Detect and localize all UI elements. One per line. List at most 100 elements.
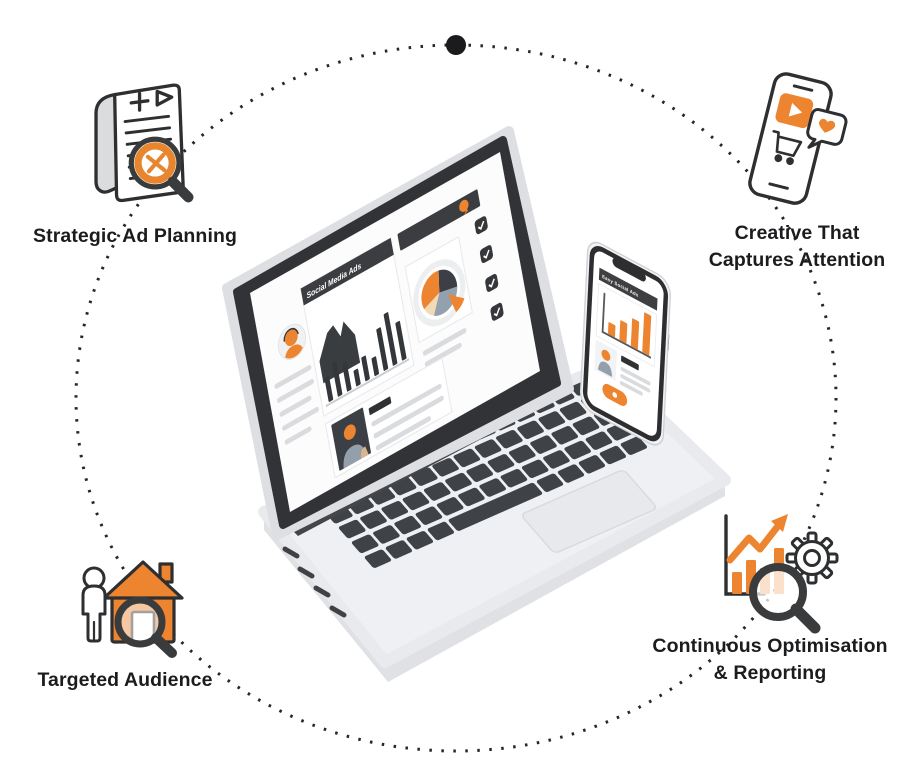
- screen-sidebar: [274, 323, 319, 445]
- chat-bubble-tail: [463, 209, 469, 216]
- avatar-figure: [283, 327, 305, 364]
- post-title-bar: [368, 396, 392, 416]
- pie-text-lines: [422, 328, 467, 367]
- magnifier: [114, 596, 177, 658]
- sidebar-text-lines: [274, 365, 319, 445]
- screen-topbar: [397, 189, 481, 251]
- key: [394, 515, 421, 535]
- key: [479, 478, 506, 497]
- heart-icon: [819, 118, 836, 133]
- cart-icon: [772, 129, 803, 166]
- profile-head: [343, 424, 356, 440]
- phone-bar-chart: [595, 282, 658, 368]
- key: [536, 473, 564, 492]
- pie-chart: [404, 236, 473, 367]
- bar: [353, 368, 361, 387]
- bar: [376, 327, 389, 371]
- bar: [619, 320, 628, 344]
- laptop-screen: Social Media Ads: [250, 151, 540, 513]
- bar: [331, 361, 343, 397]
- house-person-magnifier-icon: [60, 538, 195, 666]
- key: [572, 416, 600, 436]
- dotted-circle: [74, 43, 838, 753]
- pie-slice-gray: [433, 286, 458, 316]
- bar: [630, 318, 640, 350]
- pie-ring: [413, 259, 466, 327]
- feature-label-targeted-audience: Targeted Audience: [37, 669, 213, 691]
- plus-glyph: [129, 91, 150, 112]
- key: [427, 521, 455, 541]
- checkbox-icon: [485, 273, 499, 292]
- pie-slice-orange: [421, 270, 440, 310]
- top-dot: [446, 35, 466, 55]
- key: [559, 401, 587, 421]
- pie-slice-dark: [438, 269, 458, 293]
- bar: [395, 320, 407, 361]
- key: [578, 455, 606, 474]
- magnifier: [128, 136, 194, 203]
- bar: [642, 312, 652, 356]
- bar: [342, 361, 352, 392]
- phone-notch: [612, 257, 646, 282]
- checkbox-icon: [479, 245, 493, 264]
- key: [351, 534, 379, 554]
- key: [360, 510, 387, 529]
- person-figure: [81, 566, 107, 643]
- key: [415, 506, 443, 525]
- topbar: [397, 189, 481, 251]
- growth-arrow-head: [771, 514, 788, 532]
- phone: Easy Social Ads: [579, 241, 671, 446]
- key: [557, 464, 585, 483]
- key: [496, 429, 523, 449]
- key: [521, 459, 549, 479]
- feature-label-creative-attention: Creative That Captures Attention: [708, 222, 886, 271]
- key: [530, 435, 557, 454]
- key: [448, 482, 543, 531]
- profile-body: [343, 444, 367, 469]
- key: [599, 445, 627, 465]
- play-icon: [788, 102, 803, 117]
- action-icons: [474, 216, 504, 321]
- bar: [383, 312, 398, 366]
- key: [373, 525, 400, 544]
- key: [517, 420, 544, 440]
- key: [423, 482, 451, 501]
- key: [445, 472, 472, 492]
- key: [381, 501, 409, 520]
- key: [466, 463, 494, 482]
- key: [500, 468, 528, 488]
- post-text-lines: [371, 383, 444, 451]
- bar-chart: [324, 312, 407, 402]
- document-magnifier-icon: [75, 78, 200, 218]
- home-line: [768, 182, 789, 190]
- creative-phone-icon: [725, 68, 855, 218]
- gear-icon: [785, 531, 839, 585]
- chart-baseline: [325, 358, 410, 408]
- key: [402, 491, 430, 511]
- key: [364, 549, 392, 568]
- key: [487, 454, 515, 473]
- key: [458, 487, 485, 507]
- key: [432, 458, 459, 477]
- key: [385, 540, 413, 559]
- key: [620, 436, 648, 455]
- phone-avatar-head: [601, 349, 611, 361]
- growth-arrow: [726, 522, 782, 564]
- key: [538, 411, 566, 430]
- chat-bubble-icon: [459, 199, 469, 212]
- phone-avatar-row: [594, 339, 651, 396]
- feature-label-continuous-optimisation: Continuous Optimisation & Reporting: [652, 635, 888, 684]
- profile-card: [324, 357, 453, 479]
- pie-slice-exploded: [447, 294, 465, 313]
- feature-label-strategic-ad-planning: Strategic Ad Planning: [33, 225, 237, 247]
- key: [474, 439, 502, 458]
- area-chart-shape: [319, 321, 361, 384]
- checkbox-icon: [474, 216, 488, 235]
- bar: [371, 356, 380, 377]
- laptop: Social Media Ads: [222, 126, 731, 682]
- key: [585, 431, 613, 450]
- key: [338, 519, 366, 539]
- speaker-line: [792, 84, 814, 92]
